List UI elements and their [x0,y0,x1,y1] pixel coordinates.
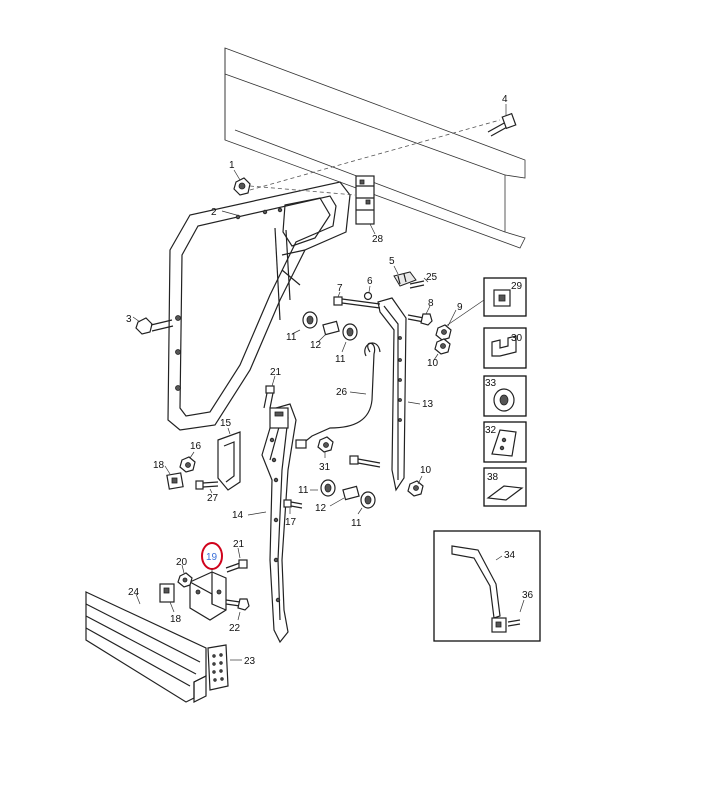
label-15: 15 [220,418,232,429]
label-6: 6 [367,276,373,287]
label-25: 25 [426,272,438,283]
inset-38: 38 [483,467,527,507]
label-29: 29 [511,281,523,292]
pad-18-upper [166,472,184,490]
bolt-27 [195,480,219,490]
clamp-28 [355,175,375,225]
label-2: 2 [211,207,217,218]
frame-rail [224,47,526,249]
spacer-12-lower [342,485,360,501]
label-1: 1 [229,160,235,171]
bracket-19 [189,571,227,621]
nut-31 [317,436,334,453]
nut-10-lower [407,480,424,497]
label-4: 4 [502,94,508,105]
bolt-8 [407,313,433,326]
washer-6 [363,291,373,301]
label-10b: 10 [420,465,432,476]
label-36: 36 [522,590,534,601]
step-hanger-14 [261,403,297,644]
inset-29: 29 [483,277,527,317]
label-5: 5 [389,256,395,267]
inset-33: 33 [483,375,527,417]
label-11d: 11 [351,518,362,529]
label-38: 38 [487,472,499,483]
bushing-11-upper-right [342,323,358,341]
clip-5 [393,271,417,287]
label-23: 23 [244,656,256,667]
bolt-21-upper [263,385,275,409]
label-24: 24 [128,587,140,598]
bushing-11-lower-right [360,491,376,509]
bracket-15 [217,431,241,491]
label-12a: 12 [310,340,322,351]
label-7: 7 [337,283,343,294]
spacer-12-upper [322,320,340,336]
label-30: 30 [511,333,523,344]
label-18a: 18 [153,460,165,471]
label-16: 16 [190,441,202,452]
inset-32: 32 [483,421,527,463]
label-28: 28 [372,234,384,245]
nut-10-upper [434,338,451,355]
label-21b: 21 [233,539,245,550]
label-21a: 21 [270,367,282,378]
bolt-7 [333,296,381,309]
nut-1 [233,177,251,196]
label-22: 22 [229,623,241,634]
step-frame-2 [167,181,351,431]
label-18b: 18 [170,614,182,625]
inset-34-36: 34 36 [433,530,541,642]
nut-9 [435,324,452,341]
bushing-11-lower-left [320,479,336,497]
cable-26 [295,342,381,449]
inset-30: 30 [483,327,527,369]
plate-23 [207,644,229,691]
bolt-22 [225,598,250,611]
label-12b: 12 [315,503,327,514]
bolt-7-lower [349,455,381,468]
nut-20 [177,572,193,588]
label-17: 17 [285,517,297,528]
label-27: 27 [207,493,219,504]
label-31: 31 [319,462,331,473]
label-11c: 11 [298,485,309,496]
label-3: 3 [126,314,132,325]
bar-13 [377,297,407,492]
label-8: 8 [428,298,434,309]
label-32: 32 [485,425,497,436]
label-26: 26 [336,387,348,398]
label-10a: 10 [427,358,439,369]
bolt-4 [487,112,517,137]
label-33: 33 [485,378,497,389]
label-13: 13 [422,399,434,410]
label-34: 34 [504,550,516,561]
nut-16 [179,456,196,473]
bolt-21-lower [225,559,248,573]
rail-24 [85,591,207,703]
label-14: 14 [232,510,244,521]
label-11b: 11 [335,354,346,365]
label-9: 9 [457,302,463,313]
bolt-17 [283,499,303,509]
label-19[interactable]: 19 [206,552,218,563]
label-11a: 11 [286,332,297,343]
bolt-3 [135,317,174,335]
bushing-11-upper-left [302,311,318,329]
pad-18-lower [159,583,175,603]
label-20: 20 [176,557,188,568]
screw-25 [409,280,425,289]
